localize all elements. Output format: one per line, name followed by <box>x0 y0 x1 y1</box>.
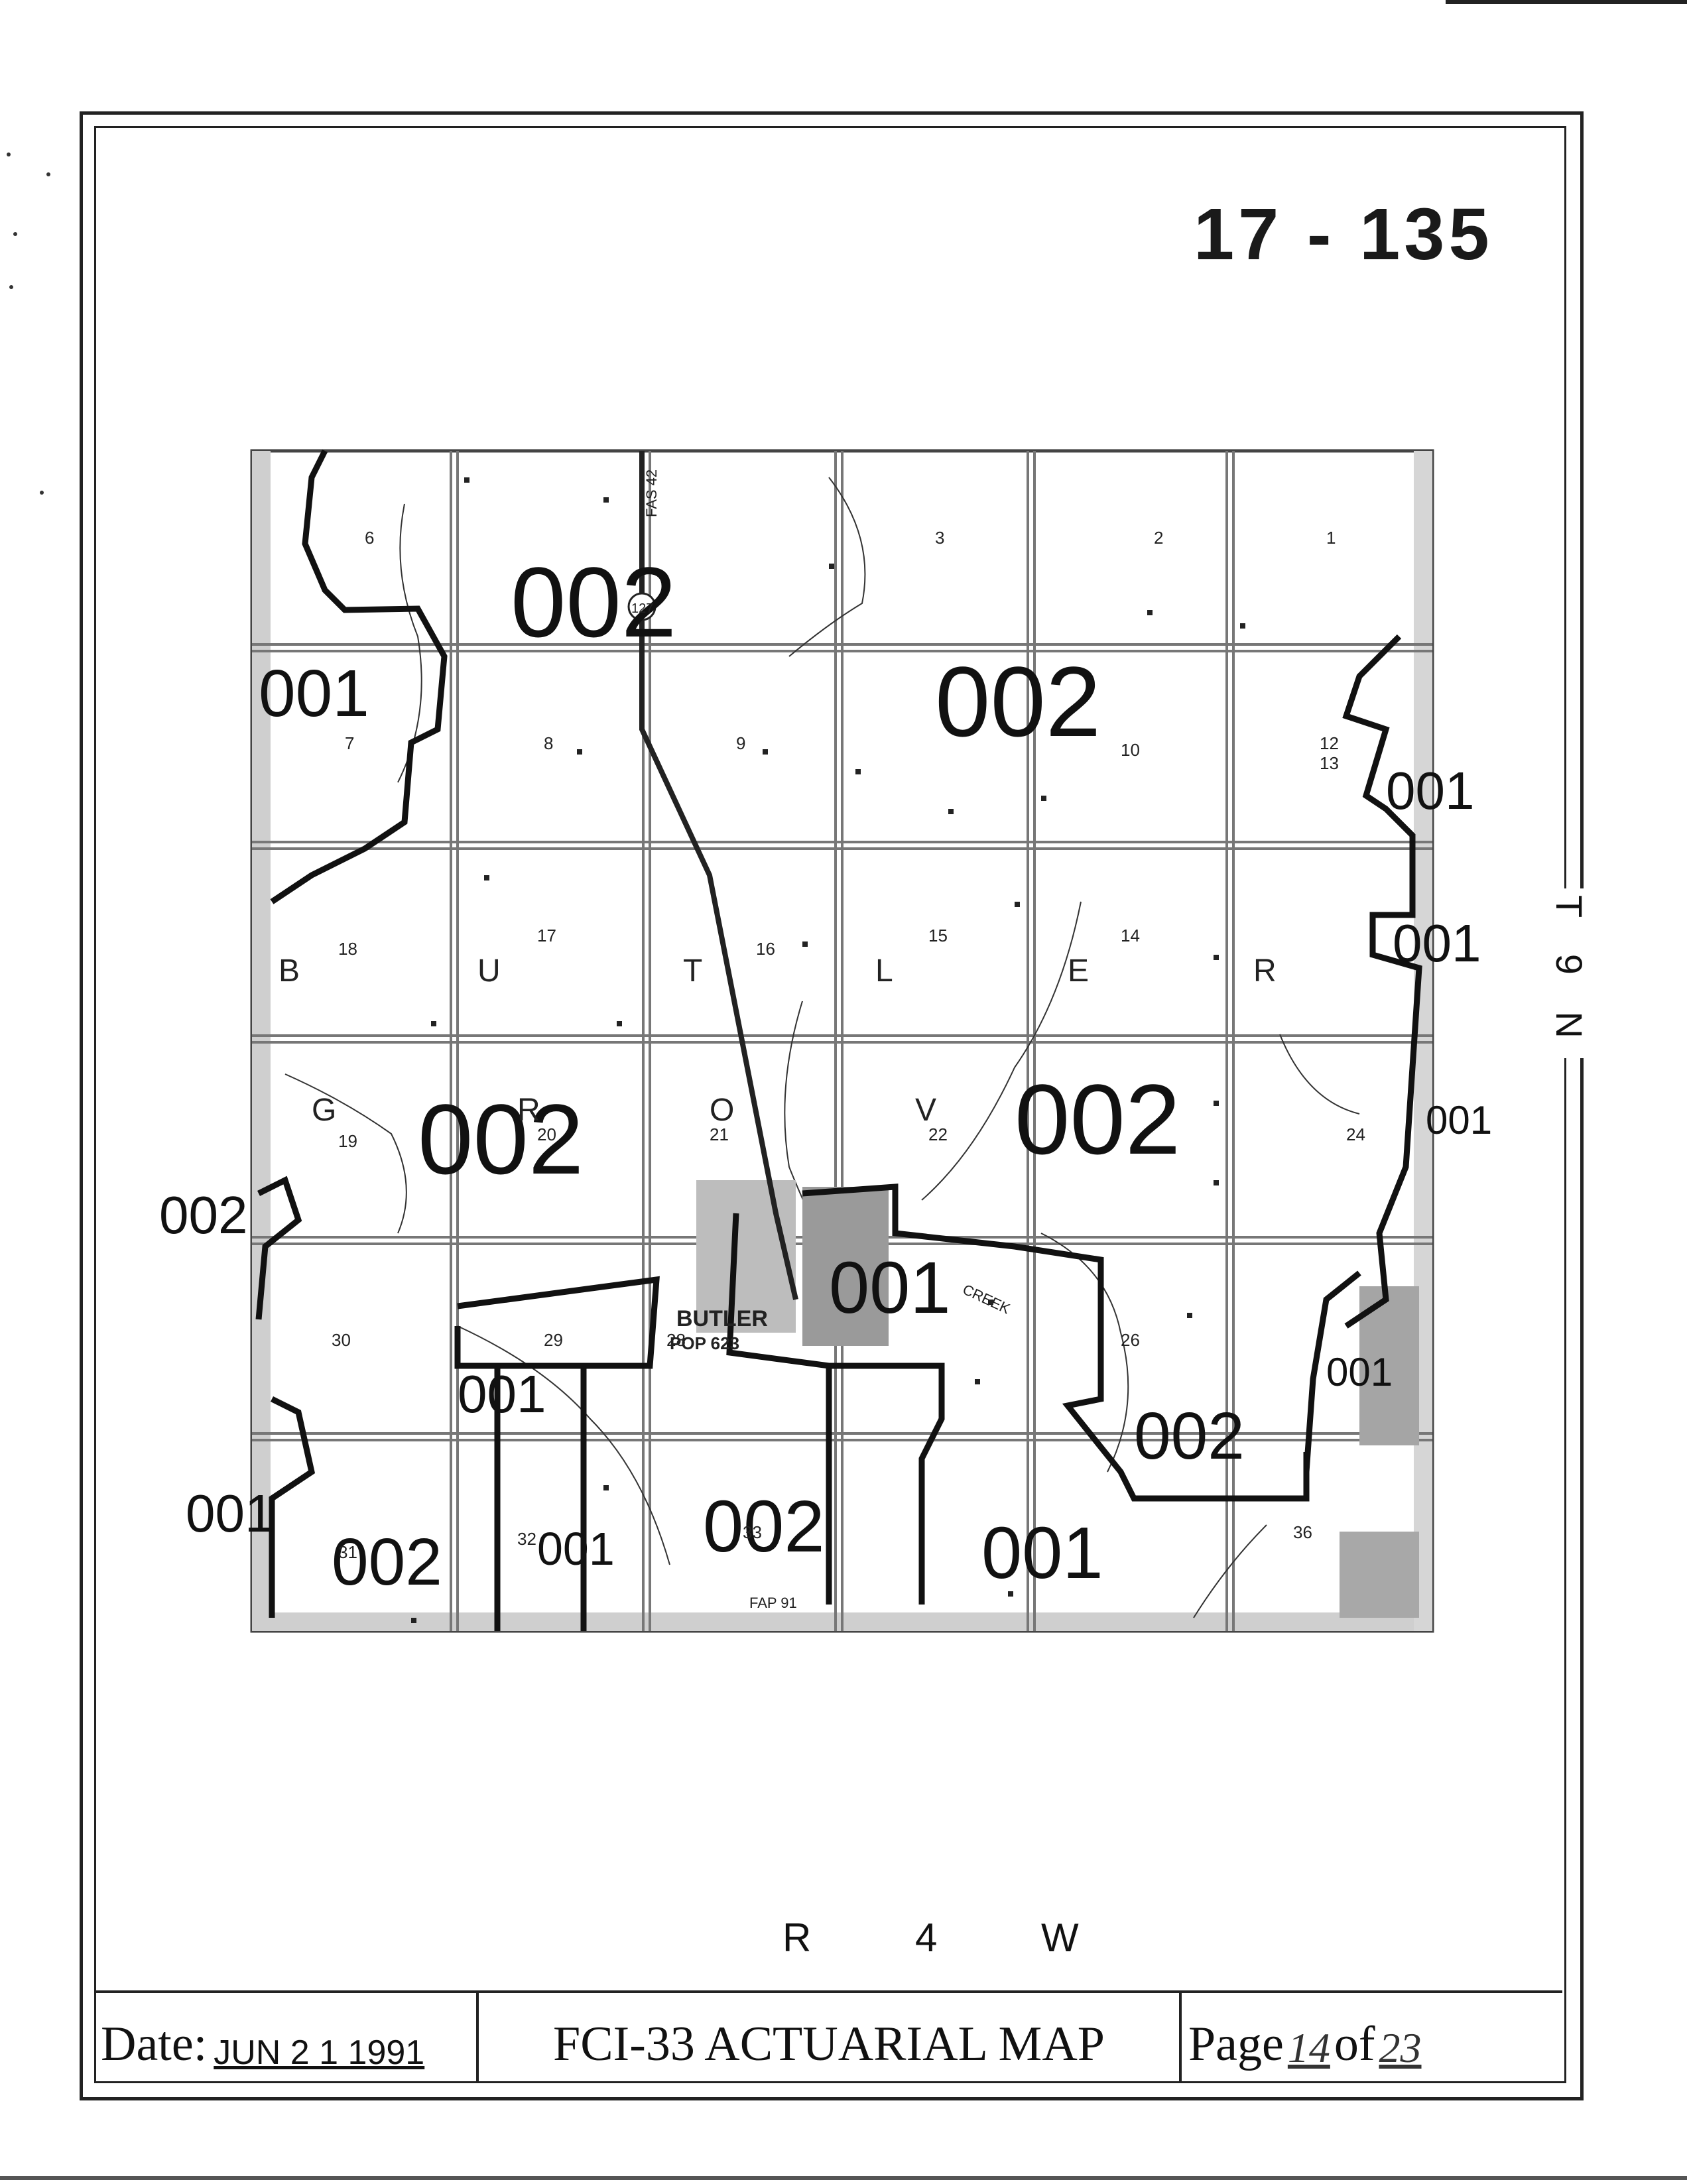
route-shield <box>627 592 656 621</box>
section-number: 17 <box>537 926 556 945</box>
township-letter: G <box>312 1093 336 1128</box>
section-number: 1 <box>1326 528 1336 548</box>
section-number: 14 <box>1121 926 1140 945</box>
zone-label: 001 <box>981 1512 1103 1594</box>
section-number: 18 <box>338 939 357 959</box>
section-number: 10 <box>1121 740 1140 760</box>
section-number: 6 <box>365 528 374 548</box>
of-label: of <box>1334 2017 1375 2071</box>
zone-label: 002 <box>159 1185 247 1244</box>
page-outer-border <box>80 111 1584 2100</box>
section-number: 29 <box>544 1330 563 1350</box>
section-number: 33 <box>743 1522 762 1542</box>
section-number: 30 <box>332 1330 351 1350</box>
section-number: 24 <box>1346 1124 1365 1144</box>
section-number: 20 <box>537 1124 556 1144</box>
document-number: 17 - 135 <box>1194 194 1493 275</box>
section-number: 8 <box>544 733 553 753</box>
road-label: FAP 91 <box>749 1595 797 1611</box>
township-letter: R <box>517 1093 540 1128</box>
township-letters: B U T L E R G R O V <box>279 953 1277 1128</box>
range-label: R 4 W <box>782 1915 1125 1960</box>
zone-labels: 002 002 001 002 002 001 001 001 001 002 … <box>159 546 1492 1599</box>
zone-label: 002 <box>1134 1399 1245 1473</box>
page-total: 23 <box>1379 2024 1422 2071</box>
zone-label: 002 <box>511 546 676 658</box>
section-number: 3 <box>935 528 944 548</box>
section-number: 9 <box>736 733 745 753</box>
zone-label: 002 <box>418 1083 584 1195</box>
town-name: BUTLER <box>676 1306 768 1331</box>
township-label: T 9 N <box>1545 888 1593 1058</box>
township-letter: T <box>683 953 702 989</box>
section-number: 16 <box>756 939 775 959</box>
section-number: 13 <box>1320 753 1339 773</box>
zone-label: 002 <box>1015 1063 1180 1175</box>
scan-speck <box>13 232 17 236</box>
zone-label: 001 <box>1426 1098 1492 1142</box>
page-cell: Page 14 of 23 <box>1182 1993 1562 2082</box>
zone-label: 001 <box>829 1247 951 1329</box>
zone-label: 001 <box>259 656 369 731</box>
zone-label: 001 <box>1386 761 1474 820</box>
section-number: 15 <box>928 926 948 945</box>
section-number: 12 <box>1320 733 1339 753</box>
section-number: 7 <box>345 733 354 753</box>
township-letter: O <box>710 1093 734 1128</box>
title-cell: FCI-33 ACTUARIAL MAP <box>479 1993 1182 2082</box>
zone-label: 001 <box>186 1484 274 1543</box>
page-label: Page <box>1188 2017 1284 2071</box>
zone-label: 001 <box>1393 914 1481 973</box>
page-inner-border <box>94 126 1566 2083</box>
zone-label: 002 <box>703 1486 825 1567</box>
road-label: FAS 42 <box>643 469 660 517</box>
scan-speck <box>46 172 50 176</box>
southeast-shaded-area <box>1340 1532 1419 1618</box>
township-letter: V <box>915 1093 936 1128</box>
section-number: 19 <box>338 1131 357 1151</box>
map-title: FCI-33 ACTUARIAL MAP <box>553 2017 1105 2071</box>
scan-edge-bottom <box>0 2176 1687 2180</box>
date-label: Date: <box>101 2017 208 2071</box>
zone-boundary-lines <box>255 449 1422 1631</box>
town-area <box>696 1180 796 1333</box>
scan-edge-top <box>1446 0 1687 4</box>
scan-speck <box>7 152 11 156</box>
township-letter: B <box>279 953 300 989</box>
section-number: 36 <box>1293 1522 1312 1542</box>
section-numbers: 6 3 2 1 7 8 9 12 18 17 16 15 14 19 20 21… <box>332 528 1365 1562</box>
section-number: 21 <box>710 1124 729 1144</box>
zone-label: 001 <box>1326 1350 1393 1394</box>
township-letter: E <box>1068 953 1089 989</box>
township-letter: L <box>875 953 893 989</box>
highway-line <box>639 451 798 1300</box>
road-label: CREEK <box>960 1281 1013 1317</box>
date-value: JUN 2 1 1991 <box>214 2033 425 2072</box>
section-number: 31 <box>338 1542 357 1562</box>
section-number: 32 <box>517 1529 536 1549</box>
building-dots <box>411 477 1245 1623</box>
road-label: 127 <box>631 601 653 616</box>
section-number: 28 <box>666 1330 686 1350</box>
section-grid <box>252 451 1432 1631</box>
township-letter: R <box>1253 953 1277 989</box>
date-cell: Date: JUN 2 1 1991 <box>94 1993 479 2082</box>
actuarial-map: 002 002 001 002 002 001 001 001 001 002 … <box>159 449 1492 1633</box>
zone-label: 001 <box>537 1523 615 1575</box>
zone-label: 002 <box>332 1525 442 1599</box>
section-number: 26 <box>1121 1330 1140 1350</box>
title-block: Date: JUN 2 1 1991 FCI-33 ACTUARIAL MAP … <box>94 1990 1562 2082</box>
zone-label: 002 <box>935 646 1101 757</box>
section-number: 2 <box>1154 528 1163 548</box>
section-number: 22 <box>928 1124 948 1144</box>
township-letter: U <box>477 953 501 989</box>
town-area-dark <box>802 1187 889 1346</box>
scan-speck <box>9 285 13 289</box>
scan-speck <box>40 491 44 495</box>
zone-label: 001 <box>458 1365 546 1424</box>
page-number: 14 <box>1287 2024 1330 2071</box>
town-population: POP 623 <box>670 1333 739 1353</box>
